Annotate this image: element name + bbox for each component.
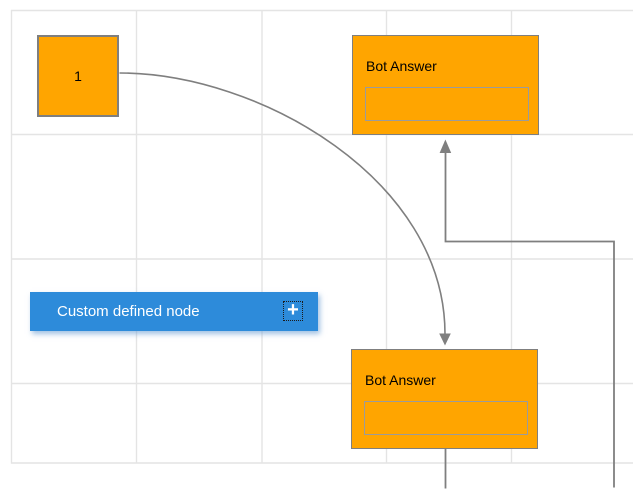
arrowhead-down-icon — [439, 333, 451, 346]
bot-answer-node-bottom[interactable]: Bot Answer — [351, 349, 538, 449]
plus-icon: + — [287, 299, 299, 321]
bot-answer-node-top[interactable]: Bot Answer — [352, 35, 539, 135]
bot-answer-title: Bot Answer — [365, 372, 436, 388]
add-button[interactable]: + — [283, 299, 303, 321]
bot-answer-input[interactable] — [365, 87, 529, 121]
start-node-label: 1 — [74, 68, 82, 84]
arrowhead-up-icon — [439, 139, 452, 153]
start-node[interactable]: 1 — [37, 35, 119, 117]
connector-elbow-to-top-node[interactable] — [444, 152, 615, 488]
custom-node-label: Custom defined node — [57, 303, 200, 320]
bot-answer-input[interactable] — [364, 401, 528, 435]
bot-answer-title: Bot Answer — [366, 58, 437, 74]
custom-defined-node[interactable]: Custom defined node + — [30, 292, 318, 331]
connector-curve-start-to-bottom-node[interactable] — [119, 72, 446, 335]
